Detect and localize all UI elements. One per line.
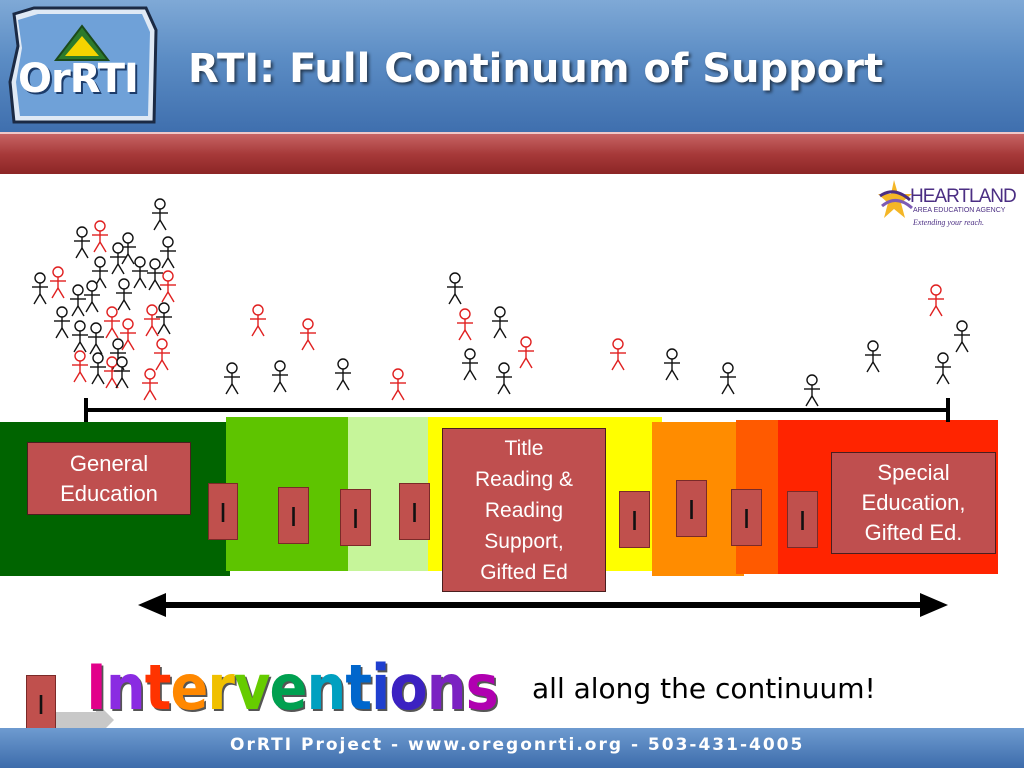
arrow-shadow-icon [56, 702, 114, 736]
stick-figure-icon [804, 374, 820, 407]
header-banner [0, 0, 1024, 132]
stick-figure-icon [518, 336, 534, 369]
stick-figure-icon [935, 352, 951, 385]
stick-figure-icon [90, 352, 106, 385]
stick-figure-icon [88, 322, 104, 355]
stick-figure-icon [720, 362, 736, 395]
interventions-letter: n [306, 651, 346, 724]
stick-figure-icon [72, 320, 88, 353]
title-label-line: Reading & [474, 468, 574, 491]
stick-figure-icon [120, 318, 136, 351]
logo-text: OrRTI [18, 56, 139, 102]
stick-figure-icon [147, 258, 163, 291]
interventions-letter: e [269, 651, 308, 724]
interventions-letter: t [144, 651, 172, 724]
interventions-letter: t [345, 651, 372, 724]
stick-figure-icon [160, 270, 176, 303]
stick-figure-icon [110, 242, 126, 275]
stick-figure-icon [610, 338, 626, 371]
stick-figure-icon [156, 302, 172, 335]
intervention-marker: I [619, 491, 650, 548]
title-label-line: Support, [484, 530, 564, 553]
special-education-label: Special Education, Gifted Ed. [831, 452, 996, 554]
stick-figure-icon [447, 272, 463, 305]
footer-text: OrRTI Project - www.oregonrti.org - 503-… [230, 735, 805, 755]
stick-figure-icon [300, 318, 316, 351]
header-accent-band [0, 132, 1024, 174]
intervention-marker: I [787, 491, 818, 548]
stick-figure-icon [462, 348, 478, 381]
special-label-line: Gifted Ed. [864, 520, 963, 545]
stick-figure-icon [72, 350, 88, 383]
interventions-letter: s [465, 651, 499, 724]
interventions-letter: n [105, 651, 146, 724]
stick-figure-icon [457, 308, 473, 341]
stick-figure-icon [492, 306, 508, 339]
interventions-tagline: all along the continuum! [532, 672, 876, 705]
stick-figure-icon [116, 278, 132, 311]
stick-figure-icon [335, 358, 351, 391]
stick-figure-icon [84, 280, 100, 313]
intervention-marker: I [399, 483, 430, 540]
intervention-marker: I [676, 480, 707, 537]
stick-figure-icon [496, 362, 512, 395]
oregon-map-icon [8, 6, 158, 124]
intervention-marker-bottom: I [26, 675, 56, 732]
stick-figure-icon [120, 232, 136, 265]
title-label-line: Title [504, 437, 544, 460]
arrow-left-head [138, 593, 166, 617]
stick-figure-icon [92, 220, 108, 253]
stick-figure-icon [865, 340, 881, 373]
page-title: RTI: Full Continuum of Support [188, 46, 884, 92]
intervention-marker: I [340, 489, 371, 546]
stick-figure-icon [114, 356, 130, 389]
general-education-label: General Education [27, 442, 191, 515]
intervention-marker: I [731, 489, 762, 546]
special-label-line: Education, [861, 490, 966, 515]
heartland-subtitle: AREA EDUCATION AGENCY [913, 207, 1006, 214]
student-figures [32, 198, 970, 407]
stick-figure-icon [154, 338, 170, 371]
heartland-logo [876, 176, 1024, 236]
stick-figure-icon [132, 256, 148, 289]
stick-figure-icon [32, 272, 48, 305]
interventions-letter: I [86, 651, 107, 724]
interventions-word: Interventions [86, 651, 499, 724]
stick-figure-icon [272, 360, 288, 393]
stick-figure-icon [144, 304, 160, 337]
special-label-line: Special [877, 460, 950, 485]
interventions-letter: r [207, 651, 235, 724]
stick-figure-icon [104, 306, 120, 339]
stick-figure-icon [160, 236, 176, 269]
stick-figure-icon [954, 320, 970, 353]
stick-figure-icon [142, 368, 158, 401]
interventions-letter: o [389, 651, 427, 724]
intervention-marker: I [278, 487, 309, 544]
stick-figure-icon [928, 284, 944, 317]
stick-figure-icon [70, 284, 86, 317]
stick-figure-icon [50, 266, 66, 299]
stick-figure-icon [74, 226, 90, 259]
heartland-star-icon [878, 180, 913, 218]
title-label-line: Reading [484, 499, 564, 522]
interventions-letter: n [426, 651, 467, 724]
title-reading-label: Title Reading & Reading Support, Gifted … [442, 428, 606, 592]
stick-figure-icon [152, 198, 168, 231]
heartland-name: HEARTLAND [910, 186, 1017, 207]
interventions-letter: v [234, 651, 270, 724]
heartland-tagline: Extending your reach. [913, 218, 985, 227]
stick-figure-icon [390, 368, 406, 401]
intervention-marker: I [208, 483, 238, 540]
stick-figure-icon [54, 306, 70, 339]
interventions-letter: i [371, 651, 390, 724]
general-education-text: General Education [60, 451, 158, 506]
arrow-right-head [920, 593, 948, 617]
stick-figure-icon [250, 304, 266, 337]
stick-figure-icon [224, 362, 240, 395]
title-label-line: Gifted Ed [480, 561, 568, 584]
interventions-letter: e [170, 651, 208, 724]
stick-figure-icon [664, 348, 680, 381]
orrti-logo [8, 6, 158, 124]
footer-bar [0, 728, 1024, 768]
